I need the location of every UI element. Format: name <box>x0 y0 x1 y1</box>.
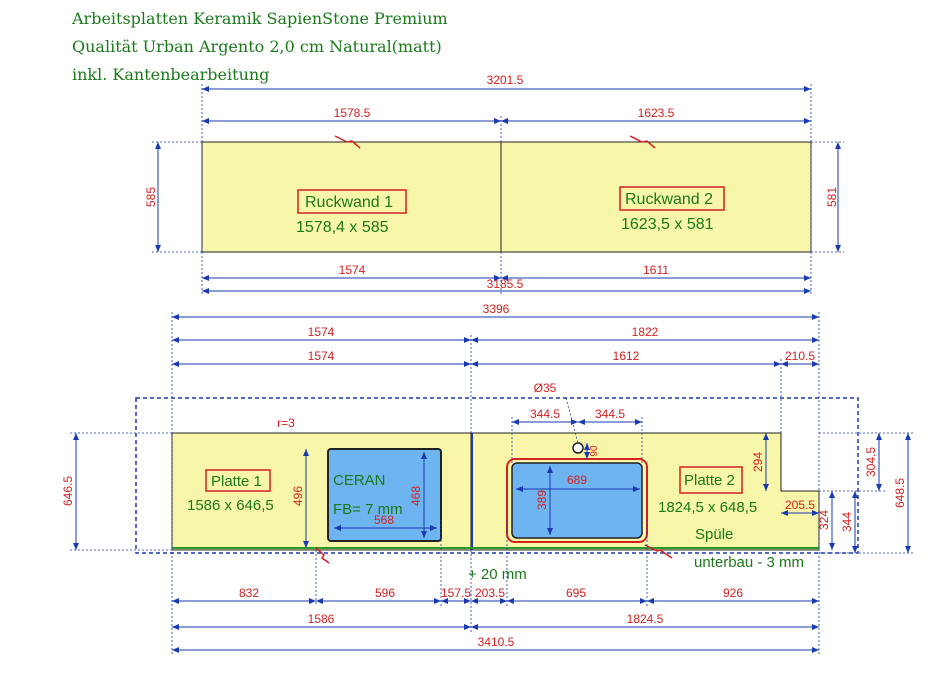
dim-top-2-right: 210.5 <box>785 349 815 363</box>
cut-mark-3 <box>315 547 330 564</box>
dim-notch-depth: 294 <box>751 452 765 472</box>
dim-ruckwand-2-top: 1623.5 <box>638 106 675 120</box>
dim-right-324: 324 <box>817 510 831 530</box>
dim-bottom-6: 926 <box>723 586 743 600</box>
dim-bottom-5: 695 <box>566 586 586 600</box>
corner-radius: r=3 <box>277 416 295 430</box>
dim-bottom-overall: 3410.5 <box>478 635 515 649</box>
ruckwand-1-label: Ruckwand 1 <box>305 194 393 211</box>
dim-bottom-3: 157.5 <box>441 586 471 600</box>
dim-tap-offset: 90 <box>589 445 600 457</box>
platte-1-label-box <box>205 469 271 492</box>
dim-right-344: 344 <box>840 512 854 532</box>
ruckwand-1-slab <box>201 141 502 253</box>
platte-1-label: Platte 1 <box>211 473 262 490</box>
tap-hole <box>572 442 584 454</box>
title-line-2: Qualität Urban Argento 2,0 cm Natural(ma… <box>72 37 442 56</box>
dim-bottom-2: 596 <box>375 586 395 600</box>
dim-bottom-row2-left: 1586 <box>308 612 335 626</box>
dim-top-2-left: 1574 <box>308 349 335 363</box>
platte-2-label: Platte 2 <box>684 472 735 489</box>
ruckwand-2-label: Ruckwand 2 <box>625 191 713 208</box>
cut-mark-2 <box>629 135 656 149</box>
dim-top-2-mid: 1612 <box>613 349 640 363</box>
cut-mark-4 <box>644 544 673 559</box>
sink-outline <box>506 458 648 543</box>
dim-ceran-depth: 496 <box>291 486 305 506</box>
sink-label: Spüle <box>695 526 733 543</box>
dim-sink-height: 389 <box>535 490 549 510</box>
platte-1-size: 1586 x 646,5 <box>187 497 274 514</box>
ceran-note: FB= 7 mm <box>333 501 403 518</box>
dim-ruckwand-1-height: 585 <box>144 187 158 207</box>
dim-bottom-4: 203.5 <box>475 586 505 600</box>
dim-ruckwand-1-bottom: 1574 <box>339 263 366 277</box>
dim-worktop-overall: 3396 <box>483 302 510 316</box>
dim-right-648: 648.5 <box>893 478 907 508</box>
title-line-3: inkl. Kantenbearbeitung <box>72 65 270 84</box>
platte-2-size: 1824,5 x 648,5 <box>658 499 757 516</box>
ceran-label: CERAN <box>333 472 386 489</box>
ceran-cutout <box>327 448 442 542</box>
dim-ceran-width: 568 <box>374 513 394 527</box>
ruckwand-2-label-box <box>619 186 725 211</box>
dim-backsplash-overall: 3201.5 <box>487 73 524 87</box>
overhang-note: + 20 mm <box>468 566 527 583</box>
dim-ceran-height: 468 <box>409 486 423 506</box>
dim-backsplash-overall-bottom: 3185.5 <box>487 277 524 291</box>
dim-top-1-right: 1822 <box>632 325 659 339</box>
dim-ruckwand-2-height: 581 <box>825 187 839 207</box>
dim-notch-width: 205.5 <box>785 498 815 512</box>
dim-bottom-row2-right: 1824.5 <box>627 612 664 626</box>
dim-bottom-1: 832 <box>239 586 259 600</box>
dim-ruckwand-1-top: 1578.5 <box>334 106 371 120</box>
sink-note: unterbau - 3 mm <box>694 554 804 571</box>
dim-tap-left: 344.5 <box>530 407 560 421</box>
title-line-1: Arbeitsplatten Keramik SapienStone Premi… <box>72 9 448 28</box>
worktop-outline <box>135 397 859 554</box>
ruckwand-2-size: 1623,5 x 581 <box>621 216 714 233</box>
cut-mark-1 <box>334 135 361 149</box>
tap-hole-diameter: Ø35 <box>534 381 557 395</box>
platte-2-label-box <box>679 466 743 494</box>
extension-lines-backsplash <box>152 84 844 296</box>
ruckwand-1-size: 1578,4 x 585 <box>296 219 389 236</box>
ruckwand-1-label-box <box>297 189 407 214</box>
dim-left-height: 646.5 <box>61 476 75 506</box>
dim-ruckwand-2-bottom: 1611 <box>643 263 669 277</box>
dim-top-1-left: 1574 <box>308 325 335 339</box>
ruckwand-2-slab <box>500 141 812 253</box>
extension-lines-worktop <box>70 312 914 655</box>
dim-right-304: 304.5 <box>864 447 878 477</box>
dim-tap-right: 344.5 <box>595 407 625 421</box>
sink-cutout <box>511 462 643 539</box>
dim-sink-width: 689 <box>567 473 587 487</box>
